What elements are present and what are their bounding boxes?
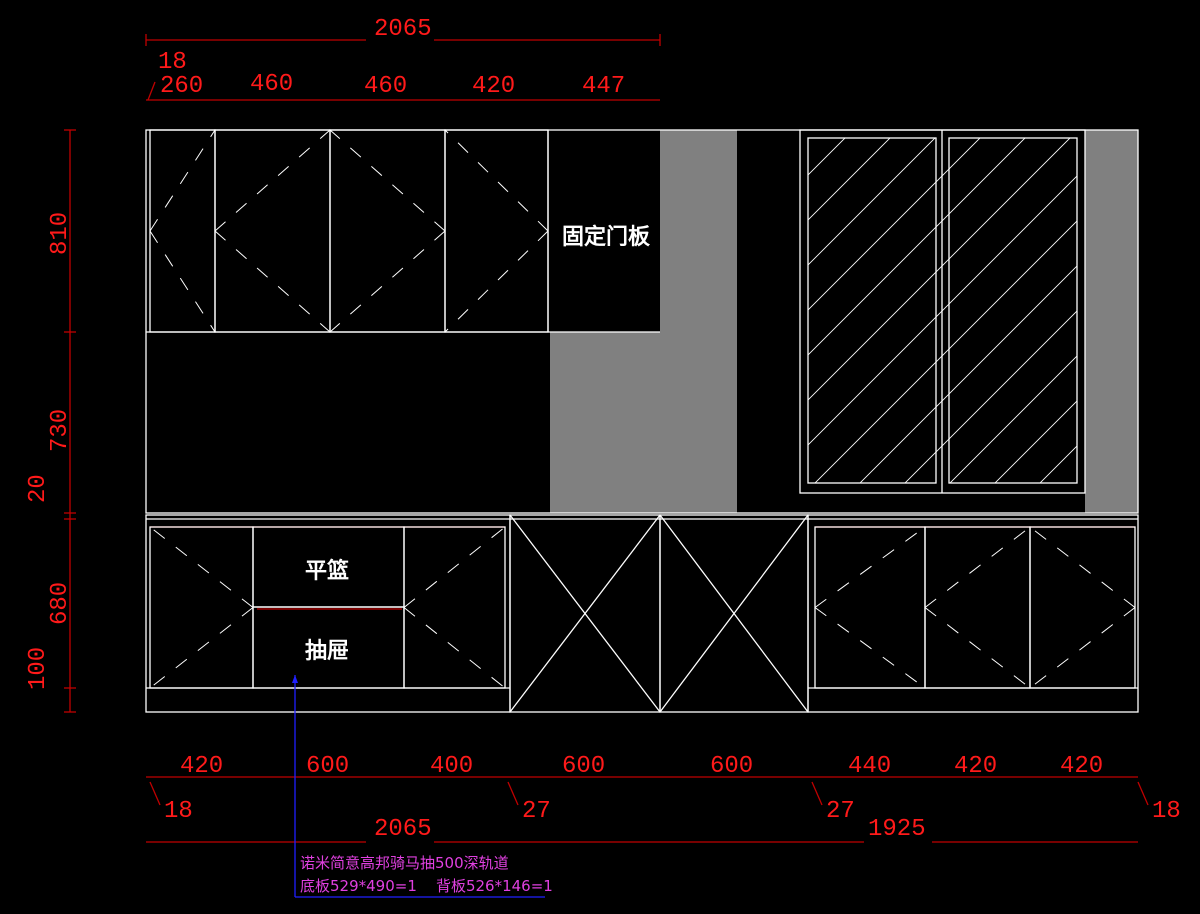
- drawer-label: 抽屉: [305, 639, 349, 664]
- door-swing-line: [814, 607, 926, 689]
- top-offset-dim: 18: [158, 49, 187, 76]
- bottom-offset-dim: 27: [522, 798, 551, 825]
- hatch-line: [808, 175, 1077, 446]
- top-overall-dim: 2065: [374, 16, 432, 43]
- left-dimensions: 810 730 20 680 100: [25, 129, 76, 713]
- bottom-dim-segment: 420: [954, 753, 997, 780]
- door-swing-line: [403, 607, 506, 689]
- note-line-2: 底板529*490=1 背板526*146=1: [300, 877, 553, 895]
- hatch-line: [994, 400, 1077, 483]
- left-dim: 810: [47, 212, 74, 255]
- left-dim: 100: [25, 647, 52, 690]
- door-swing-line: [444, 129, 549, 232]
- bottom-overall-right-dim: 1925: [868, 816, 926, 843]
- bottom-offset-dim: 18: [164, 798, 193, 825]
- hatch-line: [808, 138, 1026, 356]
- bottom-dimensions: 420 600 400 600 600 440 420 420 18 27 27…: [146, 753, 1181, 843]
- bottom-dim-segment: 600: [710, 753, 753, 780]
- bottom-dim-segment: 600: [562, 753, 605, 780]
- door-swing-line: [403, 526, 506, 608]
- door-swing-line: [214, 129, 331, 232]
- bottom-offset-dim: 18: [1152, 798, 1181, 825]
- bottom-dim-segment: 440: [848, 753, 891, 780]
- left-dim: 680: [47, 582, 74, 625]
- hatch-line: [808, 138, 936, 266]
- door-swing-line: [149, 526, 254, 608]
- left-dim: 20: [25, 474, 52, 503]
- door-swing-line: [149, 607, 254, 689]
- top-dim-segment: 460: [364, 73, 407, 100]
- top-dim-segment: 260: [160, 73, 203, 100]
- hatch-line: [904, 310, 1077, 483]
- note-line-1: 诺米简意高邦骑马抽500深轨道: [300, 854, 509, 872]
- hatch-line: [808, 138, 1071, 401]
- top-dimensions: 2065 18 260 460 460 420 447: [145, 16, 661, 101]
- bottom-dim-segment: 400: [430, 753, 473, 780]
- bottom-offset-dim: 27: [826, 798, 855, 825]
- hatch-line: [808, 138, 891, 221]
- door-swing-line: [444, 230, 549, 333]
- upper-cabinets: 固定门板: [145, 129, 1200, 514]
- door-swing-line: [1029, 607, 1136, 689]
- door-swing-line: [924, 607, 1031, 689]
- hatch-line: [1165, 130, 1200, 493]
- hatch-line: [808, 138, 981, 311]
- hatch-line: [949, 355, 1077, 483]
- left-dim: 730: [47, 409, 74, 452]
- top-dim-segment: 420: [472, 73, 515, 100]
- fixed-door-panel-label: 固定门板: [562, 224, 651, 250]
- bottom-dim-segment: 420: [180, 753, 223, 780]
- lower-cabinets: 平篮 抽屉: [145, 514, 1139, 713]
- lower-door-swing-marks: [149, 526, 1136, 689]
- hatch-line: [859, 265, 1077, 483]
- bottom-overall-left-dim: 2065: [374, 816, 432, 843]
- bottom-dim-segment: 420: [1060, 753, 1103, 780]
- hatch-line: [814, 220, 1077, 483]
- door-swing-line: [214, 230, 331, 333]
- top-dim-segment: 447: [582, 73, 625, 100]
- glass-hatch: [808, 130, 1200, 493]
- door-swing-line: [149, 230, 216, 333]
- door-swing-line: [329, 230, 446, 333]
- door-swing-line: [149, 129, 216, 232]
- door-swing-line: [924, 526, 1031, 608]
- door-swing-line: [1029, 526, 1136, 608]
- door-swing-line: [814, 526, 926, 608]
- bottom-dim-segment: 600: [306, 753, 349, 780]
- drawer-note: 诺米简意高邦骑马抽500深轨道 底板529*490=1 背板526*146=1: [292, 675, 553, 898]
- top-dim-segment: 460: [250, 71, 293, 98]
- upper-door-swing-marks: [149, 129, 549, 333]
- door-swing-line: [329, 129, 446, 232]
- flat-basket-label: 平篮: [305, 558, 349, 584]
